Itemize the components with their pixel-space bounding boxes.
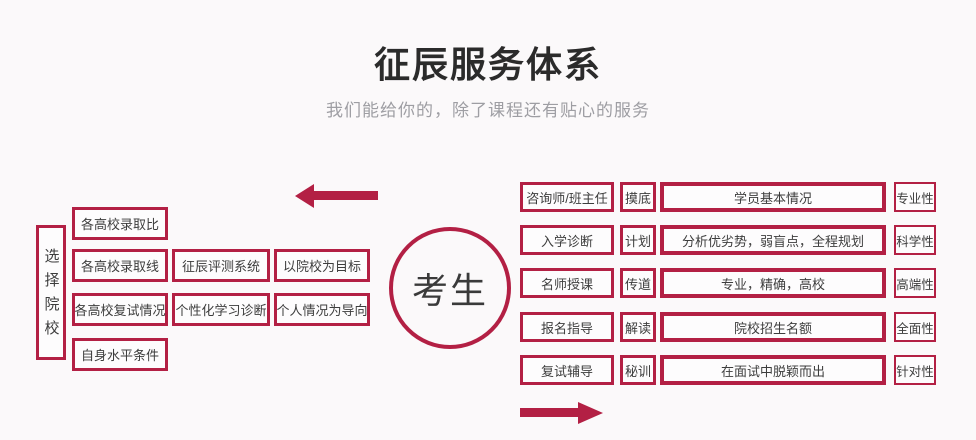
action-box: 秘训 bbox=[620, 355, 656, 385]
page-title: 征辰服务体系 bbox=[373, 44, 602, 85]
arrow-right-icon bbox=[520, 402, 603, 424]
arrow-right-head bbox=[578, 402, 603, 424]
trait-box: 针对性 bbox=[894, 355, 936, 385]
factor-box: 自身水平条件 bbox=[72, 338, 168, 371]
action-box: 计划 bbox=[620, 225, 656, 255]
tool-box: 个性化学习诊断 bbox=[172, 293, 270, 326]
service-box: 入学诊断 bbox=[520, 225, 614, 255]
detail-box: 专业，精确，高校 bbox=[660, 268, 886, 298]
trait-box: 专业性 bbox=[894, 182, 936, 212]
service-box: 咨询师/班主任 bbox=[520, 182, 614, 212]
action-box: 解读 bbox=[620, 312, 656, 342]
page-subtitle: 我们能给你的，除了课程还有贴心的服务 bbox=[326, 101, 650, 120]
principle-box: 个人情况为导向 bbox=[274, 293, 370, 326]
trait-box: 高端性 bbox=[894, 268, 936, 298]
category-box-choose-school: 选择院校 bbox=[36, 225, 66, 360]
service-box: 复试辅导 bbox=[520, 355, 614, 385]
detail-box: 分析优劣势，弱盲点，全程规划 bbox=[660, 225, 886, 255]
principle-box: 以院校为目标 bbox=[274, 249, 370, 282]
action-box: 摸底 bbox=[620, 182, 656, 212]
arrow-right-shaft bbox=[520, 408, 580, 417]
service-box: 报名指导 bbox=[520, 312, 614, 342]
trait-box: 科学性 bbox=[894, 225, 936, 255]
trait-box: 全面性 bbox=[894, 312, 936, 342]
tool-box: 征辰评测系统 bbox=[172, 249, 270, 282]
factor-box: 各高校录取比 bbox=[72, 207, 168, 240]
factor-box: 各高校复试情况 bbox=[72, 293, 168, 326]
action-box: 传道 bbox=[620, 268, 656, 298]
service-box: 名师授课 bbox=[520, 268, 614, 298]
detail-box: 院校招生名额 bbox=[660, 312, 886, 342]
arrow-left-icon bbox=[295, 184, 379, 208]
arrow-left-head bbox=[295, 184, 314, 208]
examinee-circle: 考生 bbox=[389, 227, 511, 349]
detail-box: 学员基本情况 bbox=[660, 182, 886, 212]
detail-box: 在面试中脱颖而出 bbox=[660, 355, 886, 385]
factor-box: 各高校录取线 bbox=[72, 249, 168, 282]
arrow-left-shaft bbox=[312, 191, 378, 200]
